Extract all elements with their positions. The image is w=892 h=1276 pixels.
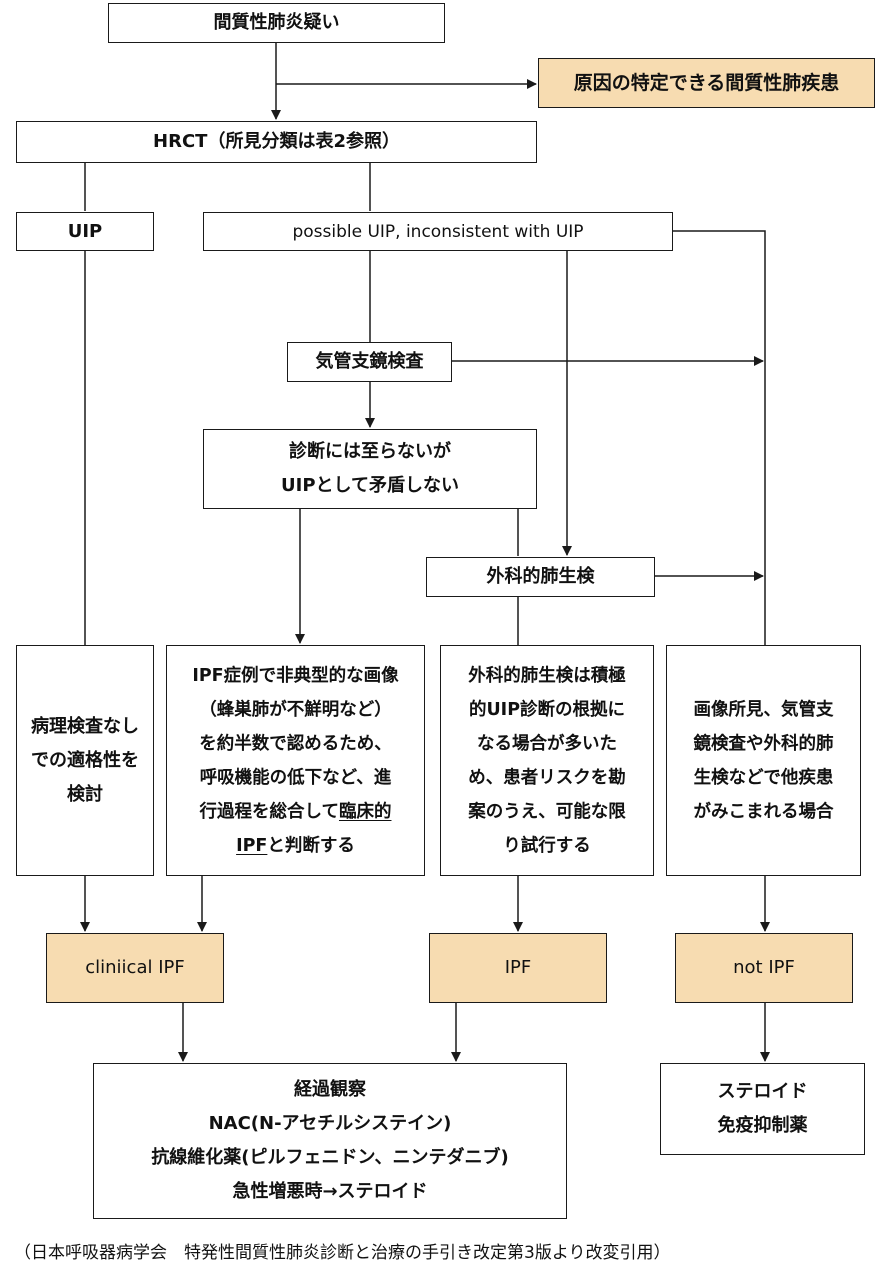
node-treatment: 経過観察 NAC(N-アセチルシステイン) 抗線維化薬(ピルフェニドン、ニンテダ…	[93, 1063, 567, 1219]
node-treatment-line: 抗線維化薬(ピルフェニドン、ニンテダニブ)	[151, 1147, 509, 1168]
node-biopsy-note: 外科的肺生検は積極 的UIP診断の根拠に なる場合が多いた め、患者リスクを勘 …	[440, 645, 654, 876]
node-steroid-line: 免疫抑制薬	[717, 1115, 808, 1136]
node-atypical-imaging-text: と判断する	[267, 835, 355, 856]
node-surgical-biopsy: 外科的肺生検	[426, 557, 655, 597]
node-nondiagnostic-line: UIPとして矛盾しない	[281, 475, 459, 496]
node-treatment-line: NAC(N-アセチルシステイン)	[208, 1113, 452, 1134]
node-hrct-label: HRCT（所見分類は表2参照）	[153, 131, 400, 152]
node-atypical-imaging-line: 呼吸機能の低下など、進	[199, 767, 392, 788]
source-citation: （日本呼吸器病学会 特発性間質性肺炎診断と治療の手引き改定第3版より改変引用）	[14, 1243, 671, 1263]
node-possible-uip-label: possible UIP, inconsistent with UIP	[292, 221, 584, 242]
node-uip-label: UIP	[67, 220, 103, 242]
node-other-disease-line: 鏡検査や外科的肺	[693, 733, 834, 754]
node-possible-uip: possible UIP, inconsistent with UIP	[203, 212, 673, 251]
node-surgical-biopsy-label: 外科的肺生検	[486, 566, 595, 587]
node-clinical-ipf: cliniical IPF	[46, 933, 224, 1003]
node-pathology-eval-line: での適格性を	[31, 749, 139, 771]
node-atypical-imaging-line: IPFと判断する	[236, 829, 355, 863]
node-atypical-imaging-text: 行過程を総合して	[199, 801, 339, 822]
node-hrct: HRCT（所見分類は表2参照）	[16, 121, 537, 163]
node-uip: UIP	[16, 212, 154, 251]
node-atypical-imaging: IPF症例で非典型的な画像 （蜂巣肺が不鮮明など） を約半数で認めるため、 呼吸…	[166, 645, 425, 876]
node-identifiable-ild: 原因の特定できる間質性肺疾患	[538, 58, 875, 108]
node-suspected-ip-label: 間質性肺炎疑い	[213, 12, 340, 33]
node-clinical-ipf-label: cliniical IPF	[85, 957, 185, 978]
node-steroid: ステロイド 免疫抑制薬	[660, 1063, 865, 1155]
node-treatment-line: 急性増悪時→ステロイド	[232, 1181, 428, 1202]
node-atypical-imaging-line: IPF症例で非典型的な画像	[192, 665, 399, 686]
node-pathology-eval-line: 検討	[67, 783, 103, 805]
node-identifiable-ild-label: 原因の特定できる間質性肺疾患	[573, 72, 840, 94]
node-pathology-eval: 病理検査なし での適格性を 検討	[16, 645, 154, 876]
node-biopsy-note-line: 的UIP診断の根拠に	[468, 699, 626, 720]
node-treatment-line: 経過観察	[294, 1079, 366, 1100]
node-other-disease-line: 生検などで他疾患	[693, 767, 834, 788]
node-nondiagnostic: 診断には至らないが UIPとして矛盾しない	[203, 429, 537, 509]
node-nondiagnostic-line: 診断には至らないが	[289, 441, 451, 462]
node-atypical-imaging-line: 行過程を総合して臨床的	[200, 795, 392, 829]
clinical-ipf-emphasis: 臨床的	[338, 801, 392, 822]
node-other-disease: 画像所見、気管支 鏡検査や外科的肺 生検などで他疾患 がみこまれる場合	[666, 645, 861, 876]
node-steroid-line: ステロイド	[717, 1081, 808, 1102]
node-biopsy-note-line: 外科的肺生検は積極	[468, 665, 626, 686]
node-biopsy-note-line: 案のうえ、可能な限	[468, 801, 626, 822]
node-other-disease-line: 画像所見、気管支	[693, 699, 834, 720]
node-biopsy-note-line: め、患者リスクを勘	[468, 767, 626, 788]
node-not-ipf-label: not IPF	[733, 957, 795, 978]
node-biopsy-note-line: り試行する	[503, 835, 591, 856]
node-other-disease-line: がみこまれる場合	[693, 801, 834, 822]
node-bronchoscopy-label: 気管支鏡検査	[315, 351, 424, 372]
node-biopsy-note-line: なる場合が多いた	[477, 733, 617, 754]
node-suspected-ip: 間質性肺炎疑い	[108, 3, 445, 43]
clinical-ipf-emphasis: IPF	[236, 835, 268, 856]
node-atypical-imaging-line: を約半数で認めるため、	[199, 733, 392, 754]
connector-possible-right	[673, 230, 766, 645]
node-bronchoscopy: 気管支鏡検査	[287, 342, 452, 382]
node-not-ipf: not IPF	[675, 933, 853, 1003]
node-ipf: IPF	[429, 933, 607, 1003]
node-pathology-eval-line: 病理検査なし	[31, 715, 139, 737]
node-ipf-label: IPF	[504, 957, 532, 978]
node-atypical-imaging-line: （蜂巣肺が不鮮明など）	[199, 699, 392, 720]
